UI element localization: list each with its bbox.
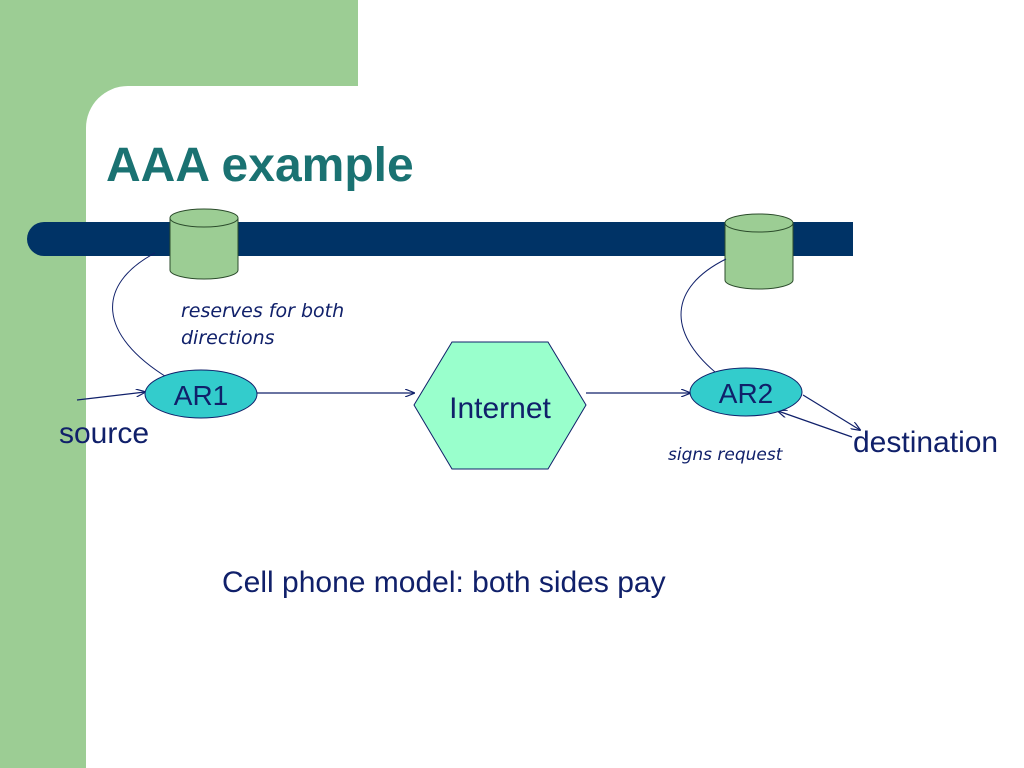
source-to-ar1-arrow [76,392,145,401]
ar1-label: AR1 [174,380,228,411]
ar2-to-database-link [680,258,727,373]
background-accent-strip [0,0,86,768]
destination-label: destination [853,426,998,459]
internet-label: Internet [449,392,551,425]
ar2-router-node [689,367,803,417]
slide-title: AAA example [106,139,414,192]
ar1-to-database-link [112,252,169,379]
slide-caption: Cell phone model: both sides pay [222,566,666,599]
ar2-to-destination-arrow [802,394,860,430]
source-label: source [59,417,149,450]
reserves-note-line1: reserves for both [181,300,344,322]
database-icon-right [724,213,794,290]
signs-request-note: signs request [668,445,784,465]
destination-to-ar2-arrow [778,411,853,438]
reserves-note-line2: directions [181,327,275,349]
ar2-label: AR2 [719,378,773,409]
ar1-router-node [144,369,258,419]
internet-cloud-hexagon [413,341,587,470]
database-icon-left [169,208,239,280]
